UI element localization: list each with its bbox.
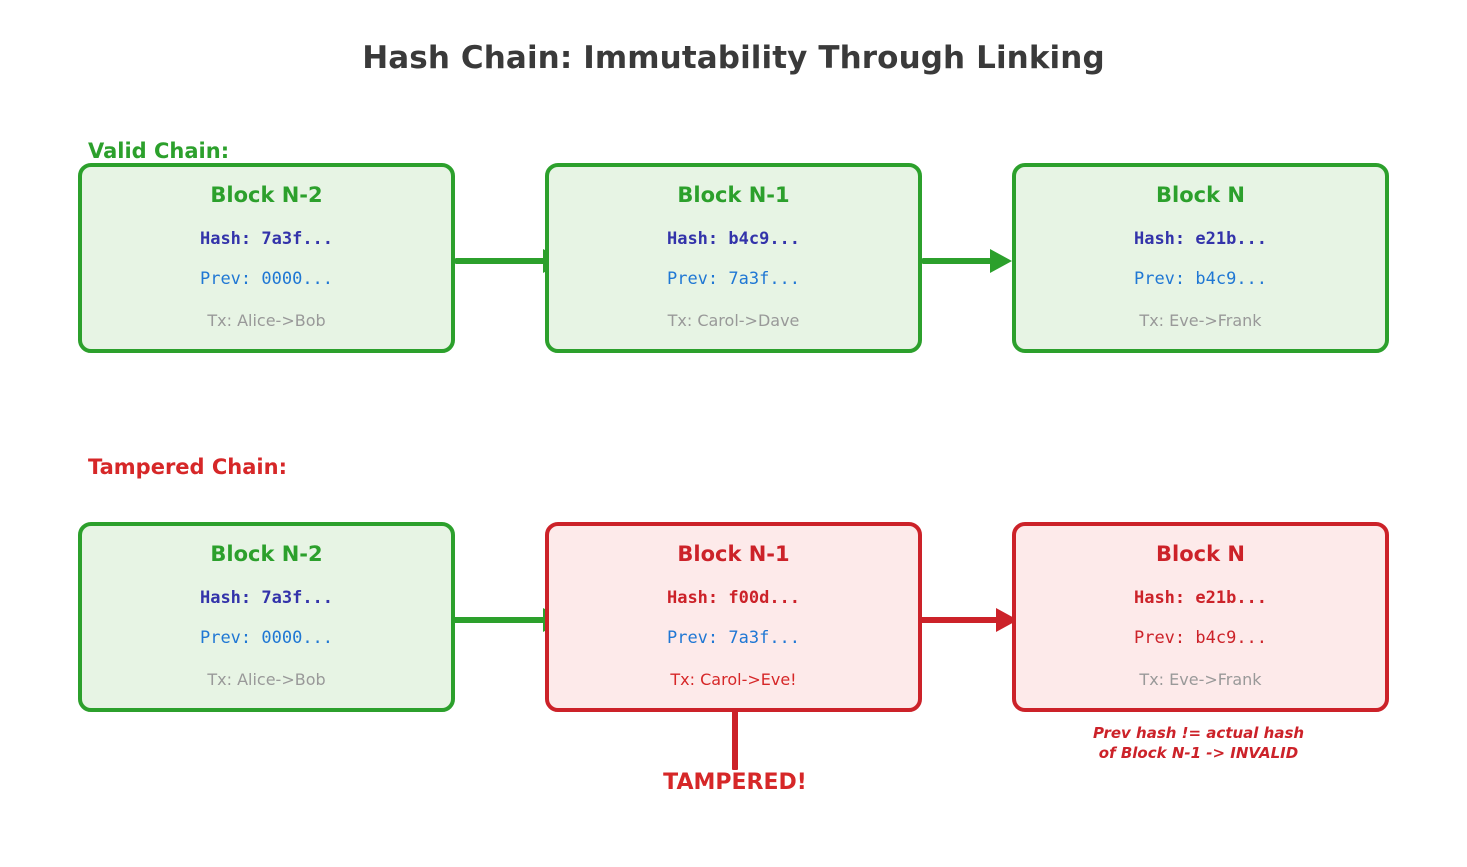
block-transaction: Tx: Carol->Eve!	[670, 670, 797, 689]
block-hash: Hash: 7a3f...	[199, 229, 334, 249]
link-arrow-tampered-1	[447, 605, 565, 635]
block-transaction: Tx: Eve->Frank	[1139, 670, 1262, 689]
block-transaction: Tx: Alice->Bob	[207, 311, 326, 330]
block-transaction: Tx: Alice->Bob	[207, 670, 326, 689]
block-hash: Hash: e21b...	[1133, 229, 1268, 249]
block-transaction: Tx: Eve->Frank	[1139, 311, 1262, 330]
link-arrow-valid-2	[922, 246, 1032, 276]
valid-block-n-1: Block N-1 Hash: b4c9... Prev: 7a3f... Tx…	[545, 163, 922, 353]
valid-block-n: Block N Hash: e21b... Prev: b4c9... Tx: …	[1012, 163, 1389, 353]
block-prev-hash: Prev: b4c9...	[1133, 628, 1268, 648]
block-hash: Hash: 7a3f...	[199, 588, 334, 608]
block-prev-hash: Prev: 7a3f...	[666, 628, 801, 648]
tampered-chain-label: Tampered Chain:	[88, 455, 287, 479]
invalid-annotation-line-1: Prev hash != actual hash	[1092, 724, 1305, 742]
block-hash: Hash: e21b...	[1133, 588, 1268, 608]
block-hash: Hash: f00d...	[666, 588, 801, 608]
valid-block-n-2: Block N-2 Hash: 7a3f... Prev: 0000... Tx…	[78, 163, 455, 353]
block-title: Block N-1	[677, 183, 790, 207]
block-prev-hash: Prev: 7a3f...	[666, 269, 801, 289]
tampered-block-n-1: Block N-1 Hash: f00d... Prev: 7a3f... Tx…	[545, 522, 922, 712]
invalid-annotation: Prev hash != actual hash of Block N-1 ->…	[1010, 724, 1387, 764]
block-prev-hash: Prev: 0000...	[199, 628, 334, 648]
block-title: Block N	[1156, 542, 1245, 566]
block-prev-hash: Prev: b4c9...	[1133, 269, 1268, 289]
block-title: Block N-2	[210, 183, 323, 207]
block-prev-hash: Prev: 0000...	[199, 269, 334, 289]
block-transaction: Tx: Carol->Dave	[667, 311, 800, 330]
tampered-callout: TAMPERED!	[663, 770, 807, 795]
tampered-block-n-2: Block N-2 Hash: 7a3f... Prev: 0000... Tx…	[78, 522, 455, 712]
block-title: Block N-1	[677, 542, 790, 566]
tampered-block-n: Block N Hash: e21b... Prev: b4c9... Tx: …	[1012, 522, 1389, 712]
valid-chain-label: Valid Chain:	[88, 139, 230, 163]
invalid-annotation-line-2: of Block N-1 -> INVALID	[1098, 743, 1299, 762]
block-hash: Hash: b4c9...	[666, 229, 801, 249]
block-title: Block N-2	[210, 542, 323, 566]
block-title: Block N	[1156, 183, 1245, 207]
link-arrow-tampered-2	[915, 605, 1025, 635]
page-title: Hash Chain: Immutability Through Linking	[362, 40, 1105, 76]
